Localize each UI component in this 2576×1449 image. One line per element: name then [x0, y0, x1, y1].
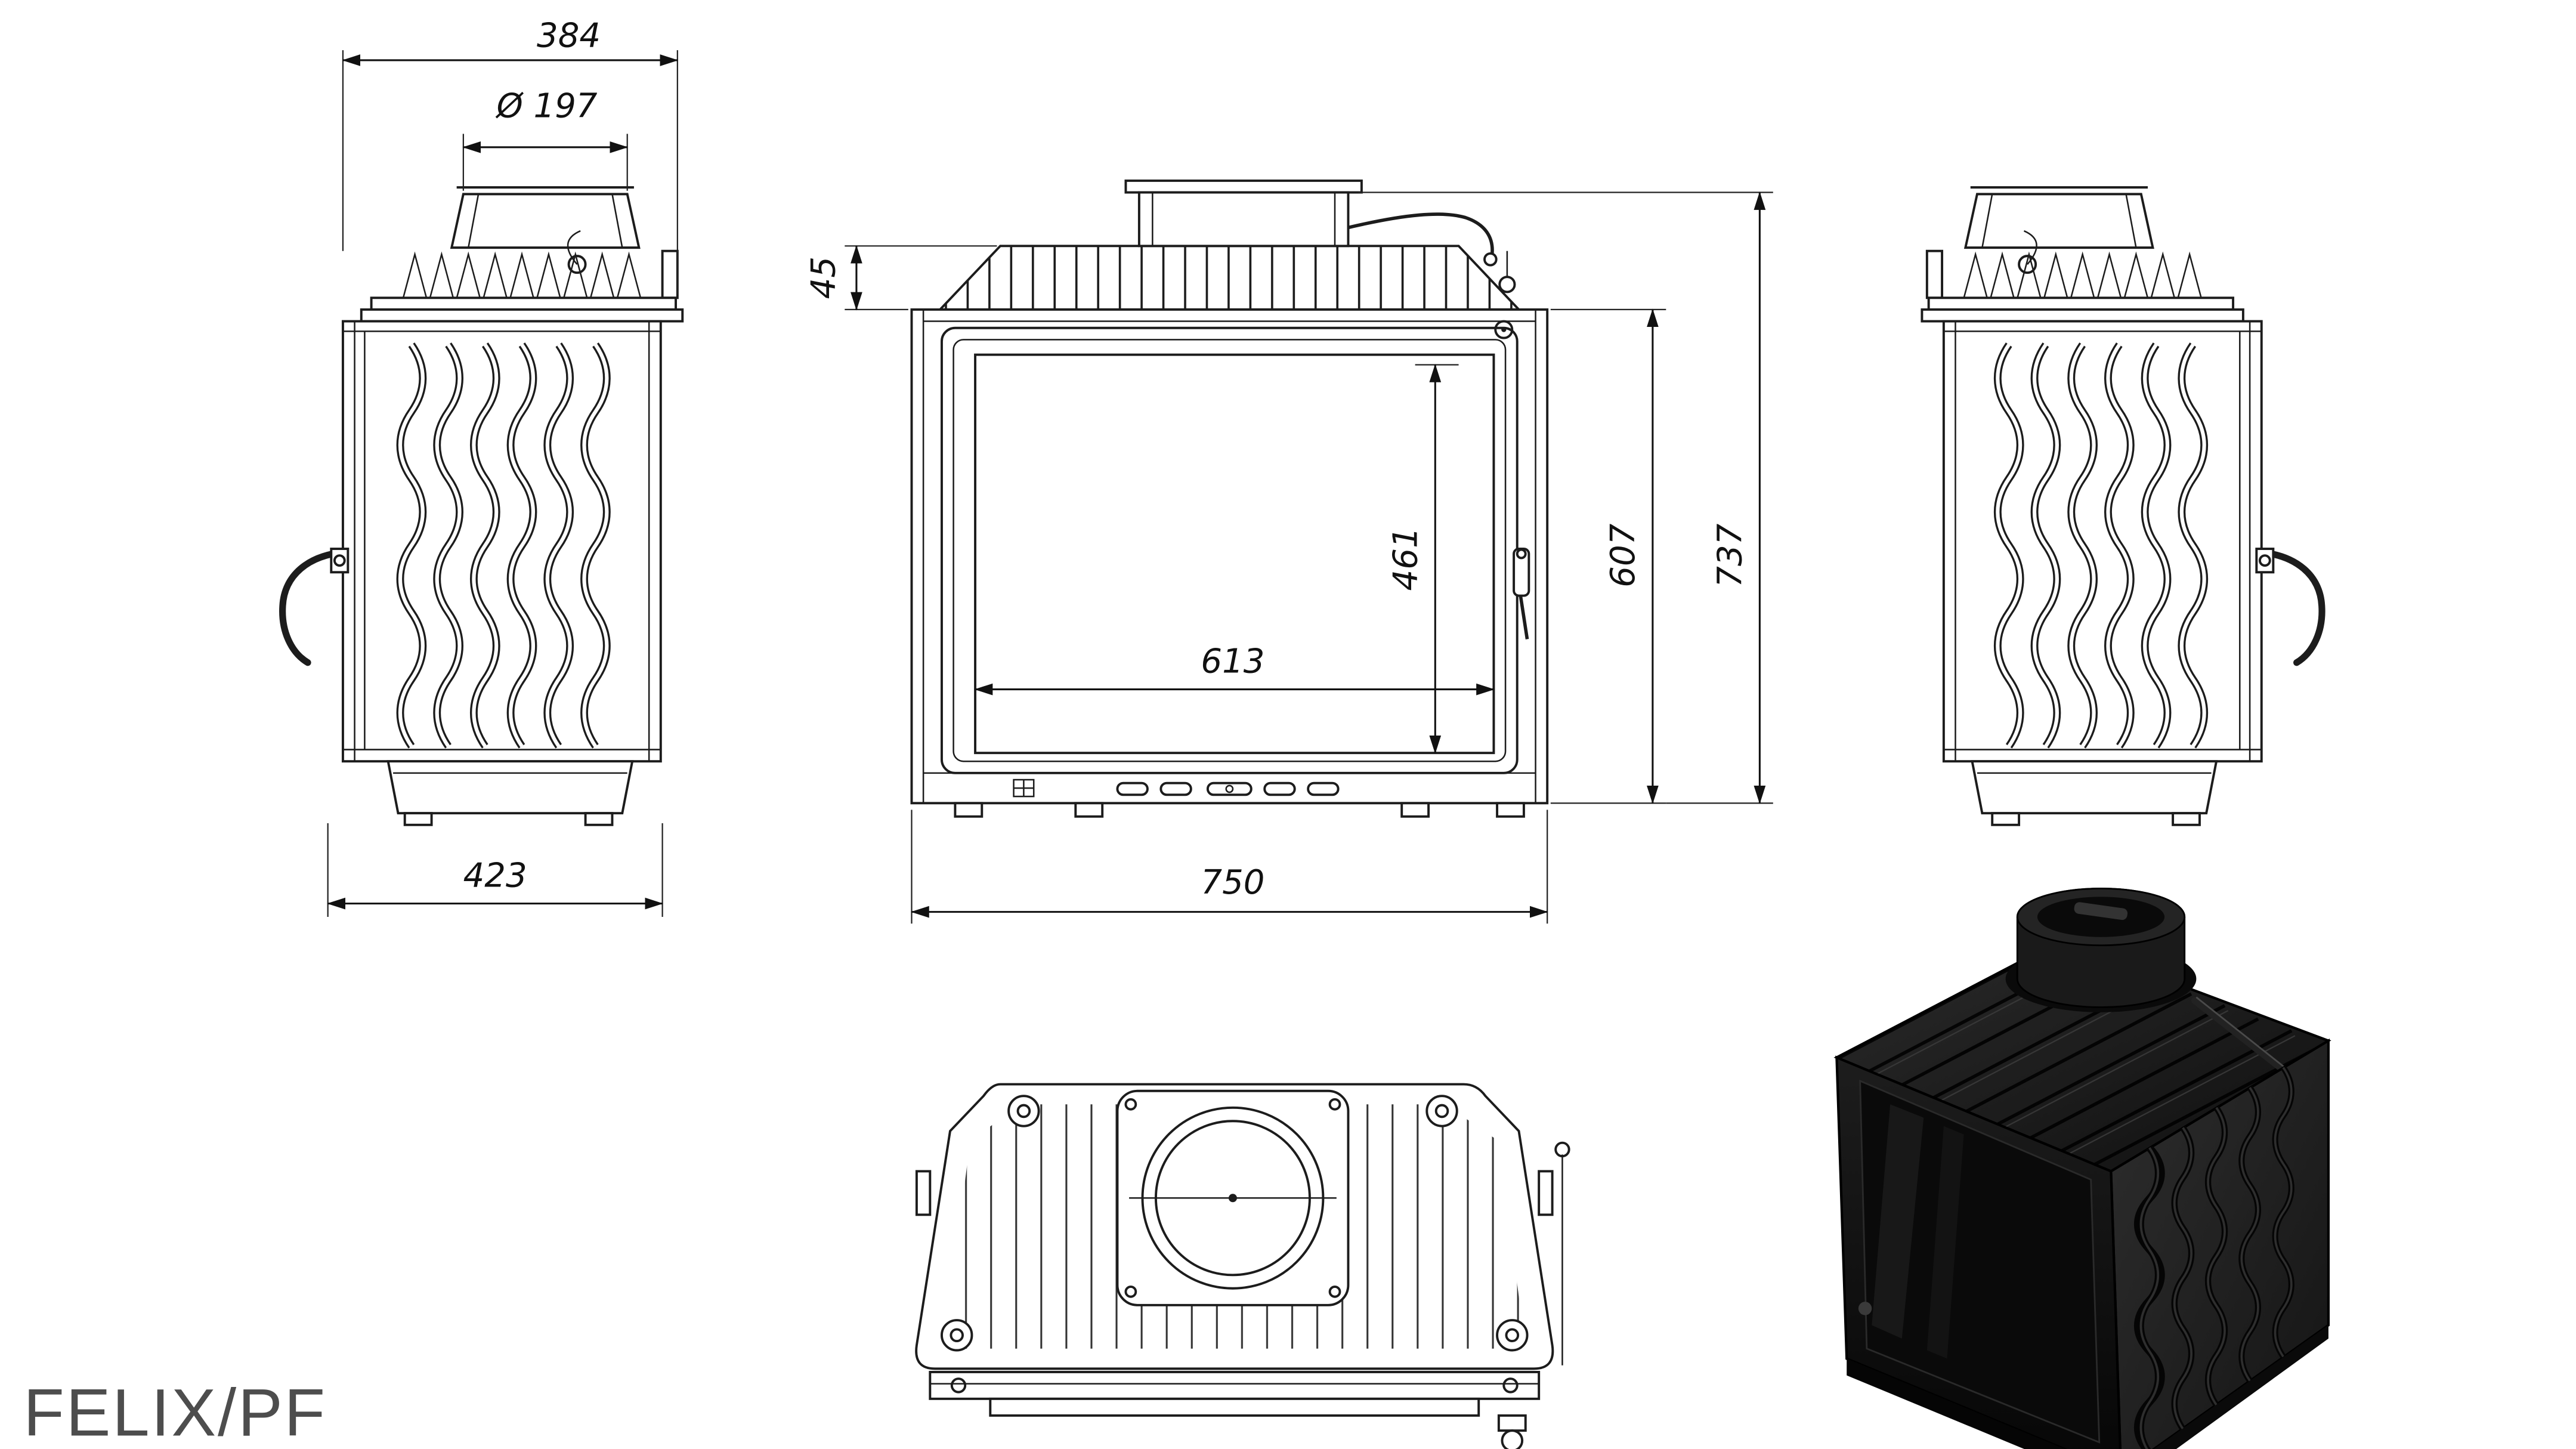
valve-fitting	[1497, 1414, 1527, 1432]
dim-label-depth: 423	[463, 857, 527, 895]
flue-cap	[1124, 179, 1363, 194]
damper-rod	[1347, 212, 1516, 293]
glass-pane	[974, 353, 1495, 755]
dim-flue-diameter: Ø 197	[462, 86, 629, 191]
dim-label-flue-diameter: Ø 197	[496, 86, 598, 125]
dim-label-glass-height: 461	[1386, 527, 1425, 591]
dim-glass-width: 613	[974, 642, 1495, 696]
top-front-bar	[929, 1371, 1541, 1400]
dim-label-total-width: 750	[1201, 863, 1264, 902]
model-title: FELIX/PF	[23, 1375, 327, 1449]
dim-depth: 423	[327, 823, 664, 917]
dim-label-total-height: 737	[1711, 523, 1750, 587]
front-view	[910, 179, 1549, 818]
front-frame	[910, 308, 1549, 805]
front-bottom-band	[923, 772, 1536, 818]
render-handle	[1858, 1302, 1872, 1315]
side-view-right	[1922, 187, 2322, 825]
side-view-left	[283, 187, 683, 825]
front-top-fins	[937, 245, 1522, 311]
door-latch	[1513, 548, 1530, 639]
top-view	[915, 1083, 1570, 1449]
render-glass	[1859, 1079, 2101, 1444]
dim-label-body-height: 607	[1604, 523, 1643, 587]
dim-top-width: 384	[342, 17, 679, 295]
flue-stub	[1137, 191, 1350, 248]
render-damper-lever	[2191, 997, 2299, 1083]
render-base	[1847, 1358, 2065, 1449]
dim-total-width: 750	[910, 810, 1548, 924]
iso-render	[1833, 887, 2331, 1449]
dim-label-top-width: 384	[537, 17, 601, 55]
dim-total-height: 737	[1358, 191, 1773, 804]
dim-label-glass-width: 613	[1201, 642, 1264, 681]
dim-label-flue-plate-offset: 45	[804, 257, 843, 299]
dim-body-height: 607	[1550, 308, 1666, 804]
dim-glass-height: 461	[1386, 363, 1459, 754]
dim-flue-plate-offset: 45	[804, 245, 997, 311]
dimensions: 384 Ø 197 423 45 461	[327, 17, 1773, 924]
